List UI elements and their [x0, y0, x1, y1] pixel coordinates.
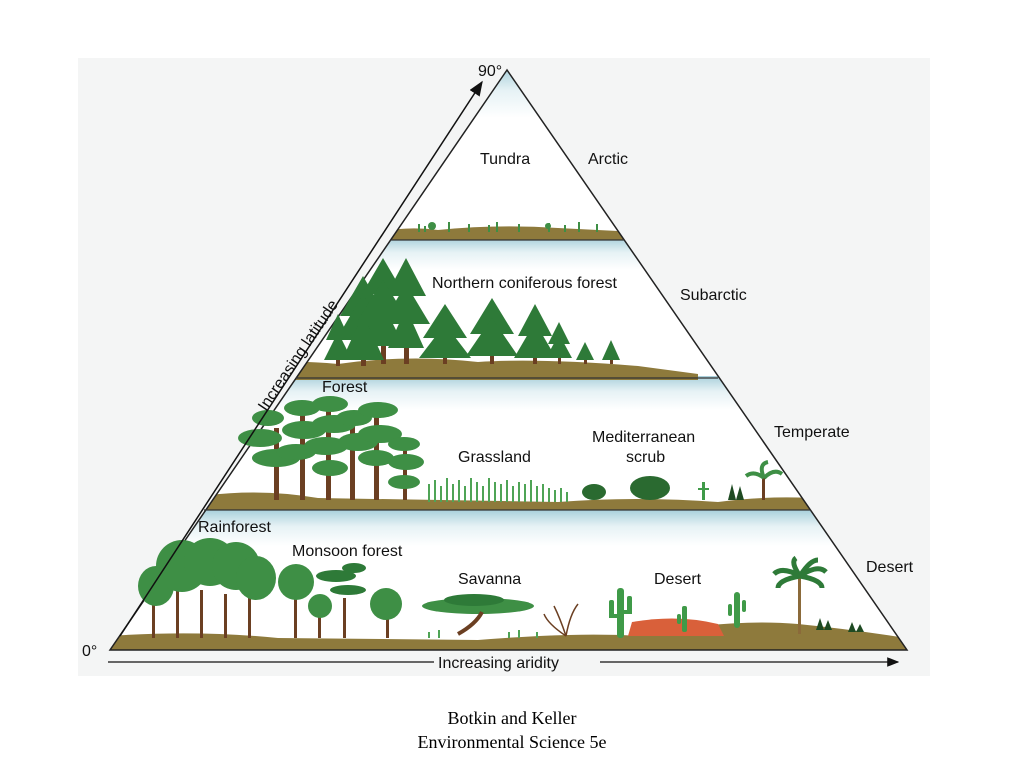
sky-band-tropical [110, 510, 907, 546]
label-90-degrees: 90° [478, 63, 502, 80]
caption-line-1: Botkin and Keller [447, 708, 577, 728]
grassland-vegetation [428, 478, 568, 502]
label-mediterranean: Mediterranean [592, 429, 695, 446]
ground-coniferous [228, 358, 698, 380]
coniferous-trees [324, 258, 620, 366]
label-temperate: Temperate [774, 424, 850, 441]
label-scrub: scrub [626, 449, 665, 466]
tundra-vegetation [418, 222, 598, 232]
mediterranean-scrub [582, 460, 784, 500]
label-0-degrees: 0° [82, 643, 97, 660]
label-increasing-aridity: Increasing aridity [438, 655, 559, 672]
desert-vegetation [609, 555, 864, 638]
temperate-forest [238, 396, 424, 500]
biome-diagram: 90° 0° Tundra Arctic Northern coniferous… [78, 58, 930, 676]
label-desert-zone: Desert [866, 559, 914, 576]
label-monsoon-forest: Monsoon forest [292, 543, 403, 560]
label-tundra: Tundra [480, 151, 530, 168]
label-northern-coniferous-forest: Northern coniferous forest [432, 275, 618, 292]
label-grassland: Grassland [458, 449, 531, 466]
label-forest: Forest [322, 379, 368, 396]
ground-tundra [378, 226, 638, 240]
label-arctic: Arctic [588, 151, 628, 168]
caption-line-2: Environmental Science 5e [417, 732, 607, 752]
label-savanna: Savanna [458, 571, 521, 588]
latitude-arrow [119, 80, 483, 637]
pyramid-outline [108, 68, 909, 651]
savanna-vegetation [422, 594, 579, 638]
label-desert-biome: Desert [654, 571, 702, 588]
label-rainforest: Rainforest [198, 519, 271, 536]
rainforest-trees [138, 538, 402, 638]
label-subarctic: Subarctic [680, 287, 747, 304]
